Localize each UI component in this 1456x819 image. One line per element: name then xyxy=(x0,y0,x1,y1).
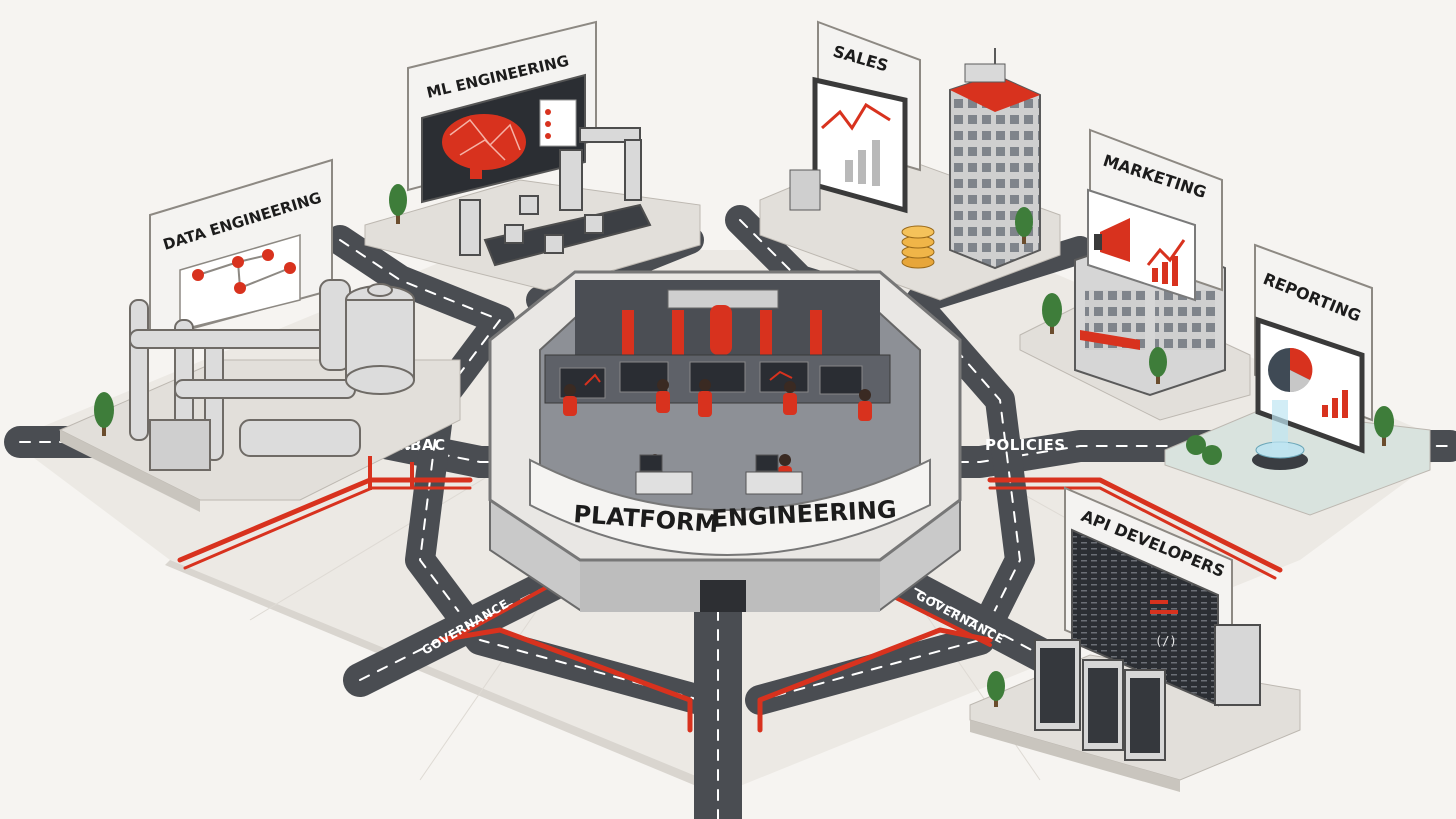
team-reporting: REPORTING xyxy=(1164,243,1431,516)
pie-chart-icon xyxy=(1268,347,1313,393)
hub-platform-engineering: PLATFORM ENGINEERING xyxy=(488,270,962,612)
coin-stack-icon xyxy=(901,225,935,269)
team-sales: SALES xyxy=(759,20,1061,301)
megaphone-icon xyxy=(1094,218,1130,262)
code-icon: (/) xyxy=(1150,600,1178,648)
team-data-engineering: DATA ENGINEERING xyxy=(58,158,461,512)
hub-engineers-icon xyxy=(563,379,872,484)
conveyor-robot-icon xyxy=(459,127,652,267)
billboard-marketing: MARKETING xyxy=(1087,128,1223,302)
marketing-bar-chart-icon xyxy=(1146,239,1186,286)
team-marketing: MARKETING xyxy=(1019,128,1251,421)
road-label-policies: POLICIES xyxy=(985,436,1066,454)
fountain-icon xyxy=(1252,400,1308,470)
hub-desks-icon xyxy=(635,454,803,495)
sales-line-chart-icon xyxy=(821,102,891,186)
hub-red-pillars-icon xyxy=(622,305,822,355)
tree-icon xyxy=(1374,406,1394,446)
bollards-icon xyxy=(368,456,414,490)
server-unit-icon xyxy=(789,169,821,211)
billboard-ml-engineering: ML ENGINEERING xyxy=(407,20,597,204)
reporting-bar-chart-icon xyxy=(1322,390,1348,418)
tree-icon xyxy=(389,184,407,224)
svg-text:(/): (/) xyxy=(1155,634,1177,648)
team-api-developers: API DEVELOPERS (/) xyxy=(969,486,1301,792)
billboard-data-engineering: DATA ENGINEERING xyxy=(149,158,333,342)
hub-entrance xyxy=(700,580,746,612)
pipes-machinery-icon xyxy=(129,279,415,471)
pipeline-graph-icon xyxy=(192,249,296,294)
hub-monitors-icon xyxy=(559,361,863,399)
brain-icon xyxy=(442,114,526,179)
tree-icon xyxy=(1015,207,1033,244)
team-ml-engineering: ML ENGINEERING xyxy=(364,20,701,291)
billboard-sales: SALES xyxy=(812,20,921,214)
billboard-api-developers: API DEVELOPERS (/) xyxy=(1064,486,1233,707)
tree-icon xyxy=(987,671,1005,707)
tree-icon xyxy=(1042,293,1062,334)
server-rack-icon xyxy=(1034,624,1261,761)
tree-icon xyxy=(94,392,114,436)
tree-icon xyxy=(1186,435,1222,465)
tree-icon xyxy=(1149,347,1167,384)
